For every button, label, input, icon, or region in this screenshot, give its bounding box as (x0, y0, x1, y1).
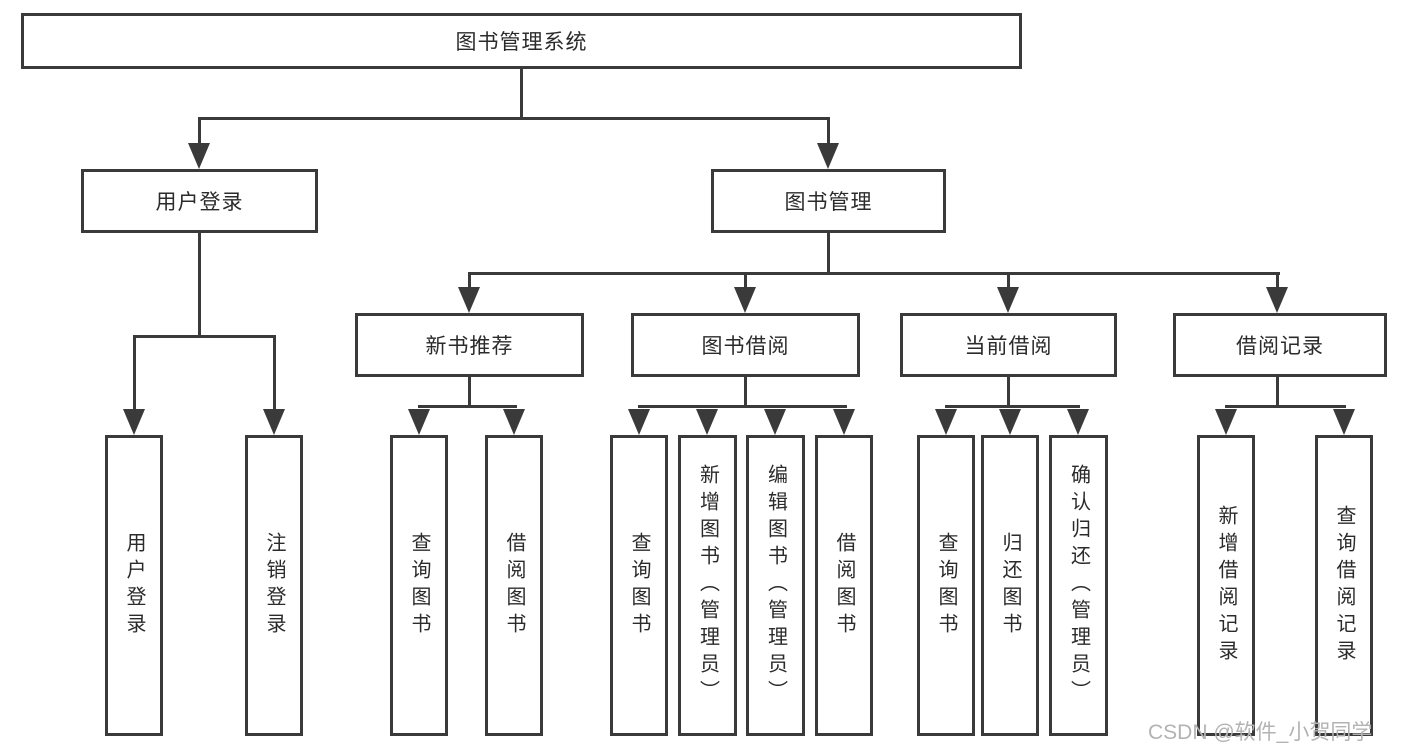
node-borrow-record-label: 借阅记录 (1236, 335, 1324, 358)
leaf-return-book: 归还图书 (981, 435, 1039, 736)
connector-drop-book-mgmt (827, 117, 830, 145)
arrowhead-down-icon (503, 409, 525, 435)
node-new-book-recommend: 新书推荐 (355, 313, 584, 377)
node-user-login-label: 用户登录 (155, 191, 244, 214)
leaf-label: 新增图书（管理员） (696, 464, 719, 707)
leaf-label: 注销登录 (263, 531, 285, 640)
arrowhead-down-icon (734, 287, 756, 313)
node-root-label: 图书管理系统 (455, 31, 588, 54)
connector-user-login-stem (198, 232, 201, 337)
leaf-label: 新增借阅记录 (1215, 504, 1237, 667)
arrowhead-down-icon (123, 409, 145, 435)
leaf-label: 查询图书 (628, 531, 650, 640)
node-book-mgmt-label: 图书管理 (784, 191, 873, 214)
connector-drop-leaf (273, 335, 276, 411)
arrowhead-down-icon (1333, 409, 1355, 435)
leaf-query-book-recommend: 查询图书 (390, 435, 448, 736)
arrowhead-down-icon (1266, 287, 1288, 313)
arrowhead-down-icon (1215, 409, 1237, 435)
arrowhead-down-icon (188, 143, 210, 169)
connector-drop-current-borrow (1007, 272, 1010, 289)
leaf-label: 编辑图书（管理员） (764, 464, 787, 707)
connector-drop-leaf (133, 335, 136, 411)
leaf-add-book-admin: 新增图书（管理员） (678, 435, 737, 736)
leaf-query-borrow-record: 查询借阅记录 (1315, 435, 1373, 736)
leaf-label: 查询图书 (935, 531, 957, 640)
connector-level3-rail (468, 272, 1280, 275)
connector-drop-book-borrow (744, 272, 747, 289)
connector-borrow-record-stem (1276, 377, 1279, 408)
connector-new-book-rail (418, 405, 517, 408)
node-book-borrow-label: 图书借阅 (701, 335, 790, 358)
leaf-label: 查询图书 (408, 531, 430, 640)
node-current-borrow-label: 当前借阅 (964, 335, 1053, 358)
connector-borrow-record-rail (1225, 405, 1346, 408)
connector-current-borrow-stem (1007, 377, 1010, 408)
arrowhead-down-icon (696, 409, 718, 435)
leaf-borrow-book-recommend: 借阅图书 (485, 435, 543, 736)
arrowhead-down-icon (764, 409, 786, 435)
leaf-add-borrow-record: 新增借阅记录 (1197, 435, 1255, 736)
connector-level1-rail (198, 117, 830, 120)
connector-new-book-stem (468, 377, 471, 408)
node-new-book-label: 新书推荐 (425, 335, 514, 358)
leaf-query-book-borrow: 查询图书 (610, 435, 668, 736)
arrowhead-down-icon (997, 287, 1019, 313)
arrowhead-down-icon (458, 287, 480, 313)
leaf-label: 用户登录 (123, 531, 145, 640)
connector-book-mgmt-stem (827, 232, 830, 274)
arrowhead-down-icon (1067, 409, 1089, 435)
leaf-logout: 注销登录 (245, 435, 303, 736)
leaf-user-login: 用户登录 (105, 435, 163, 736)
leaf-confirm-return-admin: 确认归还（管理员） (1049, 435, 1108, 736)
node-user-login: 用户登录 (81, 169, 318, 233)
leaf-label: 借阅图书 (833, 531, 855, 640)
leaf-label: 确认归还（管理员） (1067, 464, 1090, 707)
connector-book-borrow-stem (744, 377, 747, 408)
arrowhead-down-icon (935, 409, 957, 435)
leaf-label: 查询借阅记录 (1333, 504, 1355, 667)
arrowhead-down-icon (263, 409, 285, 435)
connector-root-stem (520, 69, 523, 119)
node-borrow-record: 借阅记录 (1173, 313, 1387, 377)
node-book-borrow: 图书借阅 (631, 313, 860, 377)
node-current-borrow: 当前借阅 (900, 313, 1117, 377)
leaf-label: 归还图书 (999, 531, 1021, 640)
connector-current-borrow-rail (945, 405, 1080, 408)
watermark: CSDN @软件_小贺同学 (1148, 721, 1373, 744)
connector-drop-borrow-record (1276, 272, 1279, 289)
node-root: 图书管理系统 (21, 13, 1022, 69)
leaf-edit-book-admin: 编辑图书（管理员） (746, 435, 805, 736)
connector-user-login-rail (133, 335, 276, 338)
leaf-query-book-current: 查询图书 (917, 435, 975, 736)
arrowhead-down-icon (833, 409, 855, 435)
arrowhead-down-icon (999, 409, 1021, 435)
node-book-mgmt: 图书管理 (711, 169, 946, 233)
connector-drop-user-login (198, 117, 201, 145)
arrowhead-down-icon (628, 409, 650, 435)
leaf-borrow-book: 借阅图书 (815, 435, 873, 736)
leaf-label: 借阅图书 (503, 531, 525, 640)
arrowhead-down-icon (817, 143, 839, 169)
connector-drop-new-book (468, 272, 471, 289)
arrowhead-down-icon (408, 409, 430, 435)
connector-book-borrow-rail (638, 405, 847, 408)
